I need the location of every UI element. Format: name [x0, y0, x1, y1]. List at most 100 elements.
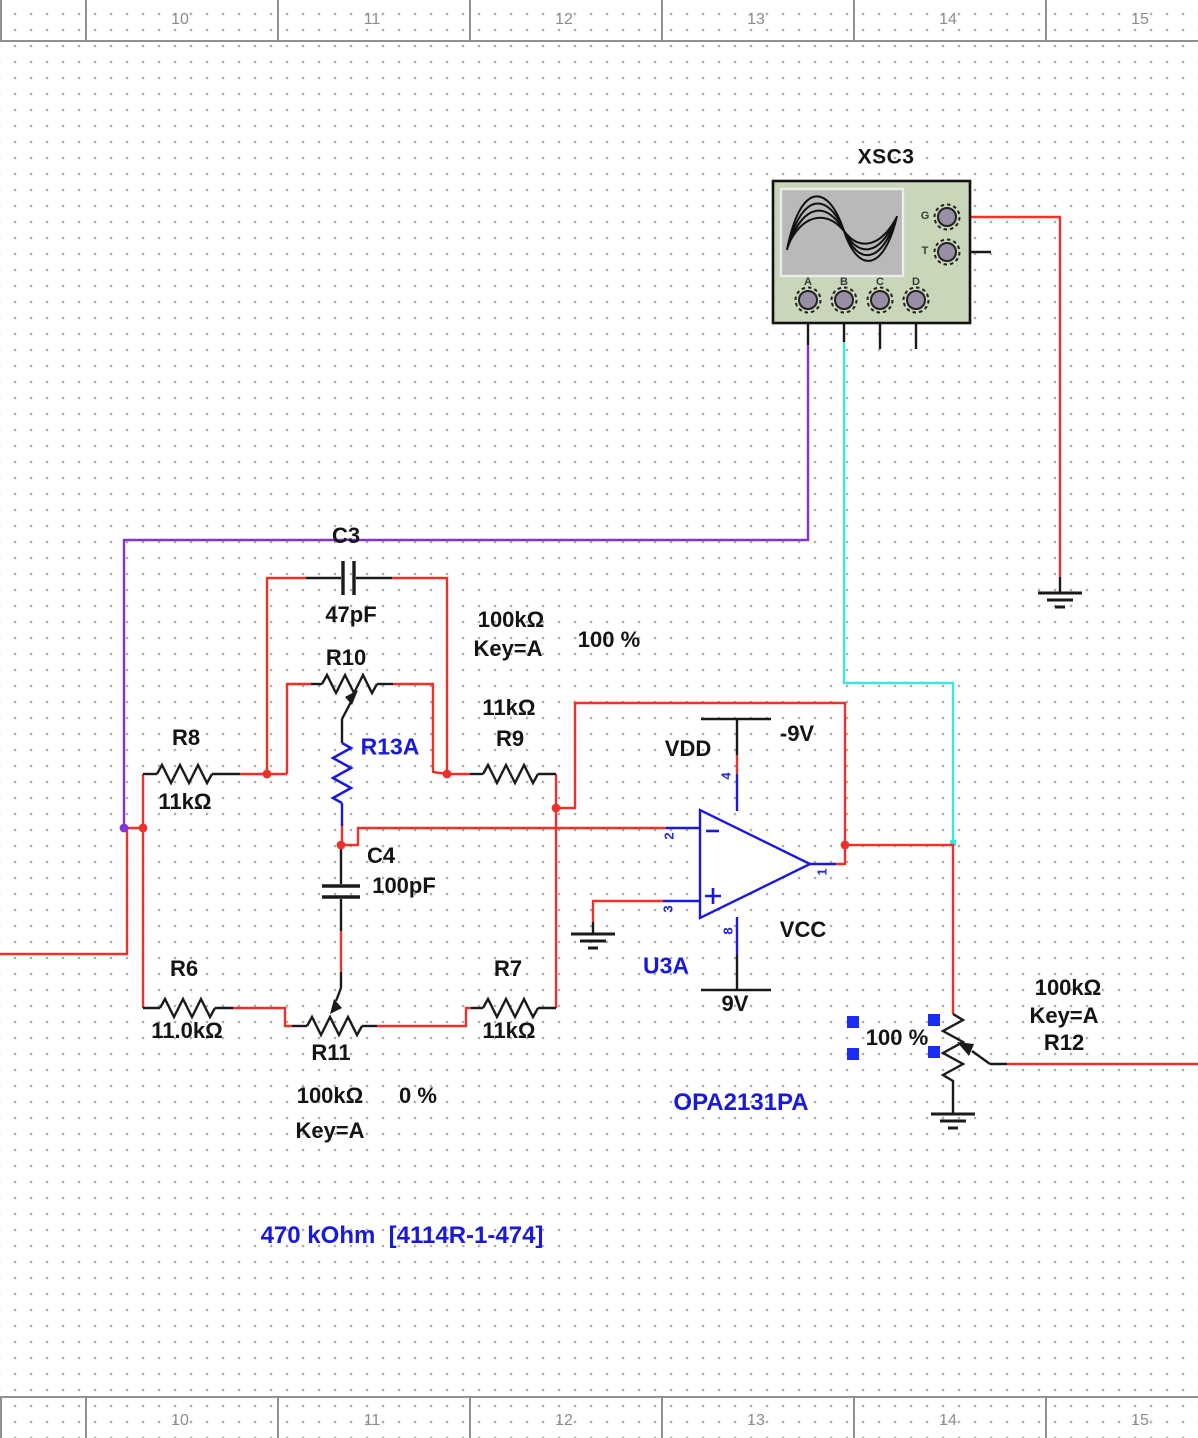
r10-wiper-arrow[interactable] [340, 690, 358, 720]
capacitor-c4-symbol[interactable] [322, 884, 360, 899]
scope-terminal-g-label: G [920, 210, 930, 222]
opamp-pin3-number: 3 [660, 905, 676, 913]
scope-terminal-a[interactable] [794, 286, 822, 314]
vcc-label[interactable]: VCC [779, 917, 827, 942]
wire-feedback[interactable] [556, 701, 847, 845]
r12-value-label[interactable]: 100kΩ [1034, 975, 1102, 1000]
resistor-r6-symbol[interactable] [158, 996, 217, 1020]
c3-ref-label[interactable]: C3 [331, 523, 361, 548]
capacitor-c3-symbol[interactable] [341, 561, 356, 595]
r10-value-label[interactable]: 100kΩ [477, 607, 545, 632]
r11-ref-label[interactable]: R11 [311, 1040, 351, 1065]
r9-ref-label[interactable]: R9 [495, 726, 525, 751]
r11-key-label[interactable]: Key=A [295, 1118, 365, 1143]
ruler-divider [661, 1398, 663, 1438]
wire-input-left[interactable] [0, 828, 129, 956]
opamp-part-label[interactable]: OPA2131PA [673, 1089, 809, 1116]
resistor-r7-symbol[interactable] [481, 996, 540, 1020]
opamp-u3a-symbol[interactable] [663, 774, 836, 955]
r11-percent-label[interactable]: 0 % [399, 1083, 437, 1108]
ruler-number: 11 [363, 1412, 381, 1429]
wire-channel-b-endpoint[interactable] [950, 840, 956, 846]
wire-r10-right[interactable] [393, 682, 448, 776]
r7-ref-label[interactable]: R7 [493, 956, 523, 981]
scope-terminal-g[interactable] [933, 203, 961, 231]
scope-terminal-d[interactable] [902, 286, 930, 314]
scope-terminal-d-label: D [912, 276, 920, 288]
oscilloscope-ref-label[interactable]: XSC3 [857, 145, 915, 169]
vdd-voltage-label[interactable]: -9V [779, 721, 815, 746]
r8-ref-label[interactable]: R8 [171, 725, 201, 750]
r9-value-label[interactable]: 11kΩ [482, 695, 536, 720]
oscilloscope-screen [779, 187, 905, 278]
r10-ref-label[interactable]: R10 [325, 645, 367, 670]
opamp-pin4-number: 4 [718, 772, 734, 780]
wire-r11-r7[interactable] [377, 1006, 471, 1028]
c3-value-label[interactable]: 47pF [325, 602, 377, 627]
r10-percent-label[interactable]: 100 % [577, 627, 641, 652]
annotation-note[interactable]: 470 kOhm [4114R-1-474] [260, 1222, 544, 1249]
ruler-bottom: 10 11 12 13 14 15 [0, 1396, 1198, 1438]
scope-terminal-t[interactable] [933, 238, 961, 266]
wire-channel-b[interactable] [842, 342, 955, 843]
junction-dot-purple [119, 823, 129, 833]
ruler-number: 12 [555, 1412, 573, 1429]
r6-value-label[interactable]: 11.0kΩ [151, 1018, 223, 1043]
ruler-divider [853, 0, 855, 40]
r8-value-label[interactable]: 11kΩ [158, 789, 212, 814]
ruler-divider [661, 0, 663, 40]
wire-noninverting-ground[interactable] [591, 899, 663, 922]
ruler-divider [277, 0, 279, 40]
r7-value-label[interactable]: 11kΩ [482, 1018, 536, 1043]
ground-scope[interactable] [1038, 591, 1082, 609]
c4-value-label[interactable]: 100pF [372, 873, 436, 898]
c4-ref-label[interactable]: C4 [366, 843, 396, 868]
u3a-ref-label[interactable]: U3A [642, 952, 690, 979]
scope-terminal-c[interactable] [866, 286, 894, 314]
wire-c3-left[interactable] [265, 576, 306, 774]
r6-ref-label[interactable]: R6 [169, 956, 199, 981]
oscilloscope-xsc3[interactable] [771, 179, 972, 325]
wire-r10-left[interactable] [285, 682, 311, 774]
wire-output[interactable] [836, 843, 955, 1014]
scope-terminal-b[interactable] [830, 286, 858, 314]
wire-scope-g[interactable] [970, 215, 1062, 577]
r13a-ref-label[interactable]: R13A [360, 733, 420, 760]
wire-r6-r11[interactable] [233, 1006, 292, 1028]
opamp-pin1-number: 1 [814, 868, 830, 876]
ground-r12[interactable] [931, 1112, 975, 1130]
resistor-r9-symbol[interactable] [481, 762, 540, 786]
vdd-label[interactable]: VDD [664, 736, 712, 761]
ruler-divider [853, 1398, 855, 1438]
r12-percent-label[interactable]: 100 % [865, 1025, 929, 1050]
scope-terminal-a-label: A [804, 276, 812, 288]
vcc-voltage-label[interactable]: 9V [721, 991, 749, 1016]
wire-inverting-input[interactable] [341, 826, 666, 847]
black-leads[interactable] [143, 215, 1062, 1113]
wire-channel-a[interactable] [122, 345, 810, 826]
ruler-divider [0, 1398, 2, 1438]
potentiometer-r11-symbol[interactable] [305, 1014, 364, 1038]
potentiometer-r10-symbol[interactable] [320, 672, 379, 696]
r11-value-label[interactable]: 100kΩ [296, 1083, 364, 1108]
ruler-divider [277, 1398, 279, 1438]
ruler-divider [469, 1398, 471, 1438]
scope-terminal-t-label: T [921, 245, 929, 257]
ruler-number: 15 [1131, 1412, 1149, 1429]
scope-terminals[interactable] [794, 203, 961, 314]
r12-key-label[interactable]: Key=A [1029, 1003, 1099, 1028]
ground-noninverting[interactable] [571, 932, 615, 950]
ruler-number: 12 [555, 11, 573, 28]
r10-key-label[interactable]: Key=A [473, 636, 543, 661]
selection-handles[interactable] [847, 1014, 940, 1060]
resistor-r8-symbol[interactable] [155, 762, 214, 786]
resistor-r13a-symbol[interactable] [330, 741, 354, 826]
r12-ref-label[interactable]: R12 [1043, 1030, 1085, 1055]
wire-c3-right[interactable] [392, 576, 449, 774]
r11-wiper-arrow[interactable] [330, 987, 343, 1014]
potentiometer-r12-symbol[interactable] [940, 1012, 991, 1083]
ruler-number: 15 [1131, 11, 1149, 28]
ruler-divider [1045, 0, 1047, 40]
